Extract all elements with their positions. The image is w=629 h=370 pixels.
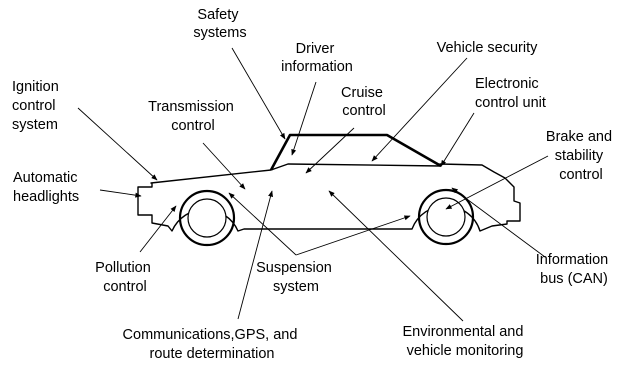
leader-environmental	[328, 190, 464, 322]
label-automatic-headlights: Automatic headlights	[13, 170, 82, 205]
label-transmission-control: Transmission control	[148, 99, 238, 134]
front-wheel	[178, 189, 236, 247]
leader-driver	[291, 81, 317, 156]
label-pollution-control: Pollution control	[95, 260, 155, 295]
leader-safety	[231, 47, 286, 140]
label-cruise-control: Cruise control	[341, 85, 387, 119]
leader-suspension-rear	[295, 215, 411, 256]
leader-lines	[77, 47, 549, 322]
leader-pollution	[139, 205, 177, 253]
leader-ignition	[77, 107, 158, 181]
label-brake-stability: Brake and stability control	[546, 129, 616, 183]
label-environmental: Environmental and vehicle monitoring	[403, 324, 528, 359]
leader-communications	[237, 190, 273, 320]
label-safety-systems: Safety systems	[193, 7, 246, 41]
label-vehicle-security: Vehicle security	[437, 40, 538, 56]
label-electronic-control-unit: Electronic control unit	[475, 76, 546, 111]
leader-suspension-front	[228, 192, 297, 256]
rear-wheel-hub	[426, 197, 466, 237]
car-roof	[269, 133, 442, 171]
label-suspension-system: Suspension system	[256, 260, 336, 295]
label-ignition-control: Ignition control system	[12, 79, 63, 133]
leader-transmission	[202, 142, 246, 190]
leader-ecu	[440, 112, 475, 167]
label-information-bus: Information bus (CAN)	[536, 252, 613, 287]
leader-security	[371, 57, 468, 162]
leader-headlights	[99, 189, 142, 198]
label-communications: Communications,GPS, and route determinat…	[123, 327, 302, 362]
front-wheel-hub	[187, 198, 227, 238]
leader-brake	[445, 155, 549, 210]
rear-wheel	[417, 188, 475, 246]
leader-cruise	[305, 127, 355, 174]
label-driver-information: Driver information	[281, 41, 353, 75]
car-outline	[137, 133, 521, 247]
leader-infobus	[451, 187, 546, 258]
